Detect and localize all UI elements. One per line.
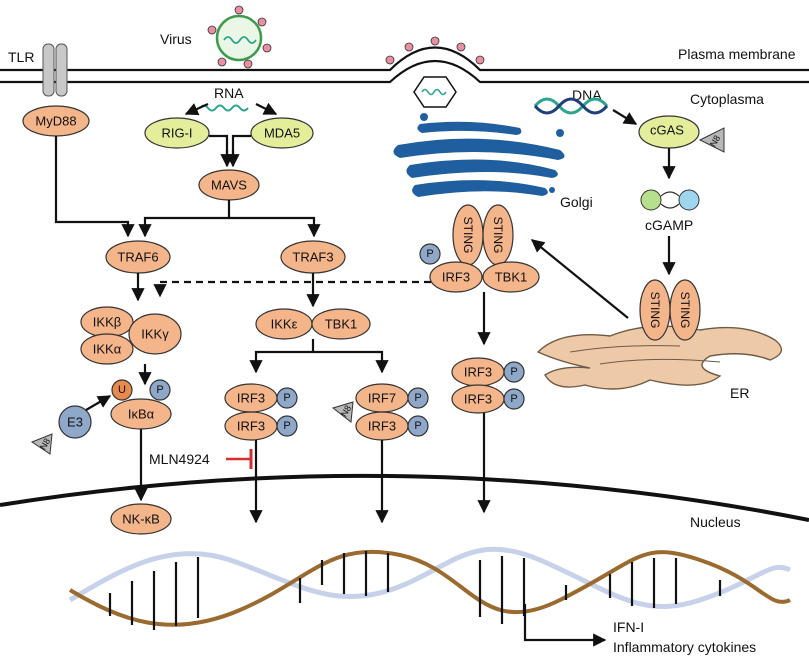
nuclear-dna-helix-icon <box>68 546 792 630</box>
irf3-left-top-p-label: P <box>283 392 290 404</box>
e3-node <box>58 405 92 439</box>
irf3-mid-label: IRF3 <box>368 419 396 434</box>
rna-to-rigi-arrow <box>184 102 209 116</box>
irf3-mid-p-label: P <box>414 420 421 432</box>
irf7-p-icon <box>407 387 429 409</box>
rna-label: RNA <box>214 85 244 101</box>
cgas-n8-label: N8 <box>708 134 722 149</box>
traf3-label: TRAF3 <box>292 250 333 265</box>
dna-helix-icon <box>533 97 609 115</box>
irf3-golgi-node <box>429 261 483 293</box>
plasma-membrane-label: Plasma membrane <box>678 46 796 62</box>
ikka-label: IKKα <box>93 342 122 357</box>
cgamp-molecule-icon <box>640 189 700 211</box>
nfkb-node <box>110 503 172 535</box>
e3-to-ubiquitin-arrow <box>85 395 112 411</box>
ikkg-label: IKKγ <box>141 327 169 342</box>
ubiquitin-u-label: U <box>118 384 126 396</box>
rigi-label: RIG-I <box>161 126 192 141</box>
ikke-to-irf3-arrow <box>249 350 313 374</box>
tbk1-golgi-node <box>482 261 540 293</box>
irf3-golgi-p-label: P <box>426 248 433 260</box>
sting-er-to-golgi-arrow <box>530 239 629 319</box>
irf3-left-top-p-icon <box>276 387 298 409</box>
irf7-n8-label: N8 <box>339 404 353 419</box>
output-ifn-label: IFN-I <box>613 619 644 635</box>
tbk1-node-left <box>311 308 371 340</box>
tbk1-label-left: TBK1 <box>325 317 358 332</box>
ikka-node <box>80 333 134 365</box>
irf3-golgi-p-icon <box>419 243 441 265</box>
irf3-left-bottom-p-icon <box>276 415 298 437</box>
sting-golgi-left-label: STING <box>461 217 475 254</box>
tlr-receptor-icon <box>42 43 68 97</box>
irf3-left-bottom-label: IRF3 <box>237 419 265 434</box>
irf3-right-bottom-label: IRF3 <box>464 392 492 407</box>
ikkb-label: IKKβ <box>93 315 121 330</box>
irf3-right-bottom-p-icon <box>503 388 525 410</box>
ikba-phospho-p-label: P <box>156 384 163 396</box>
mda5-label: MDA5 <box>264 126 300 141</box>
ikba-phospho-p-icon <box>149 379 171 401</box>
mavs-to-traf3-arrow <box>229 216 321 238</box>
rna-to-mda5-arrow <box>255 102 278 115</box>
nucleus-label: Nucleus <box>690 514 741 530</box>
irf7-n8-tag-icon <box>331 401 354 423</box>
ikke-to-irf7-arrow <box>313 350 389 374</box>
cgamp-label: cGAMP <box>645 217 693 233</box>
er-label: ER <box>730 385 749 401</box>
sting-golgi-right-label: STING <box>491 217 505 254</box>
rigi-node <box>144 117 210 149</box>
myd88-label: MyD88 <box>35 114 76 129</box>
mavs-label: MAVS <box>211 178 247 193</box>
cgas-n8-tag-icon <box>698 127 725 153</box>
irf3-right-bottom-p-label: P <box>510 393 517 405</box>
e3-n8-label: N8 <box>38 437 52 452</box>
dna-to-cgas-arrow <box>612 109 638 125</box>
golgi-organelle-icon <box>393 113 565 197</box>
tlr-label: TLR <box>8 49 34 65</box>
virus-label: Virus <box>160 31 192 47</box>
nuclear-membrane <box>0 473 809 522</box>
budding-virion-icon <box>385 36 485 108</box>
virus-icon <box>207 5 272 69</box>
sting-er-right-label: STING <box>678 292 692 329</box>
transcription-output-arrow <box>523 604 607 647</box>
cytoplasma-label: Cytoplasma <box>690 91 764 107</box>
mln4924-label: MLN4924 <box>149 451 210 467</box>
nfkb-label: NK-κB <box>122 512 160 527</box>
irf3-left-top-label: IRF3 <box>237 391 265 406</box>
irf3-mid-p-icon <box>407 415 429 437</box>
e3-label: E3 <box>67 415 83 430</box>
ikba-label: IκBα <box>128 407 155 422</box>
sting-er-left-label: STING <box>648 292 662 329</box>
irf3-right-top-p-icon <box>503 361 525 383</box>
sting-er-right-node <box>669 279 701 341</box>
tbk1-golgi-label: TBK1 <box>495 270 528 285</box>
rna-strand-icon <box>199 104 249 112</box>
traf6-label: TRAF6 <box>117 250 158 265</box>
irf3-right-top-p-label: P <box>510 366 517 378</box>
output-cytokines-label: Inflammatory cytokines <box>613 639 756 655</box>
receptors-merge-lines <box>209 134 251 160</box>
tbk1-to-ikk-dashed-arrow <box>153 280 431 298</box>
golgi-label: Golgi <box>560 194 593 210</box>
ikkg-node <box>128 313 182 355</box>
irf3-right-top-label: IRF3 <box>464 365 492 380</box>
e3-n8-tag-icon <box>30 433 53 455</box>
myd88-to-traf6-arrow <box>54 136 135 238</box>
plasma-membrane <box>0 46 809 84</box>
irf3-left-bottom-p-label: P <box>283 420 290 432</box>
ikke-label: IKKε <box>271 317 298 332</box>
mavs-to-traf6-arrow <box>138 216 229 238</box>
ubiquitin-u-icon <box>111 379 133 401</box>
mda5-node <box>250 117 314 149</box>
cgas-label: cGAS <box>650 123 684 138</box>
irf3-golgi-label: IRF3 <box>442 270 470 285</box>
irf7-p-label: P <box>414 392 421 404</box>
irf7-label: IRF7 <box>368 391 396 406</box>
